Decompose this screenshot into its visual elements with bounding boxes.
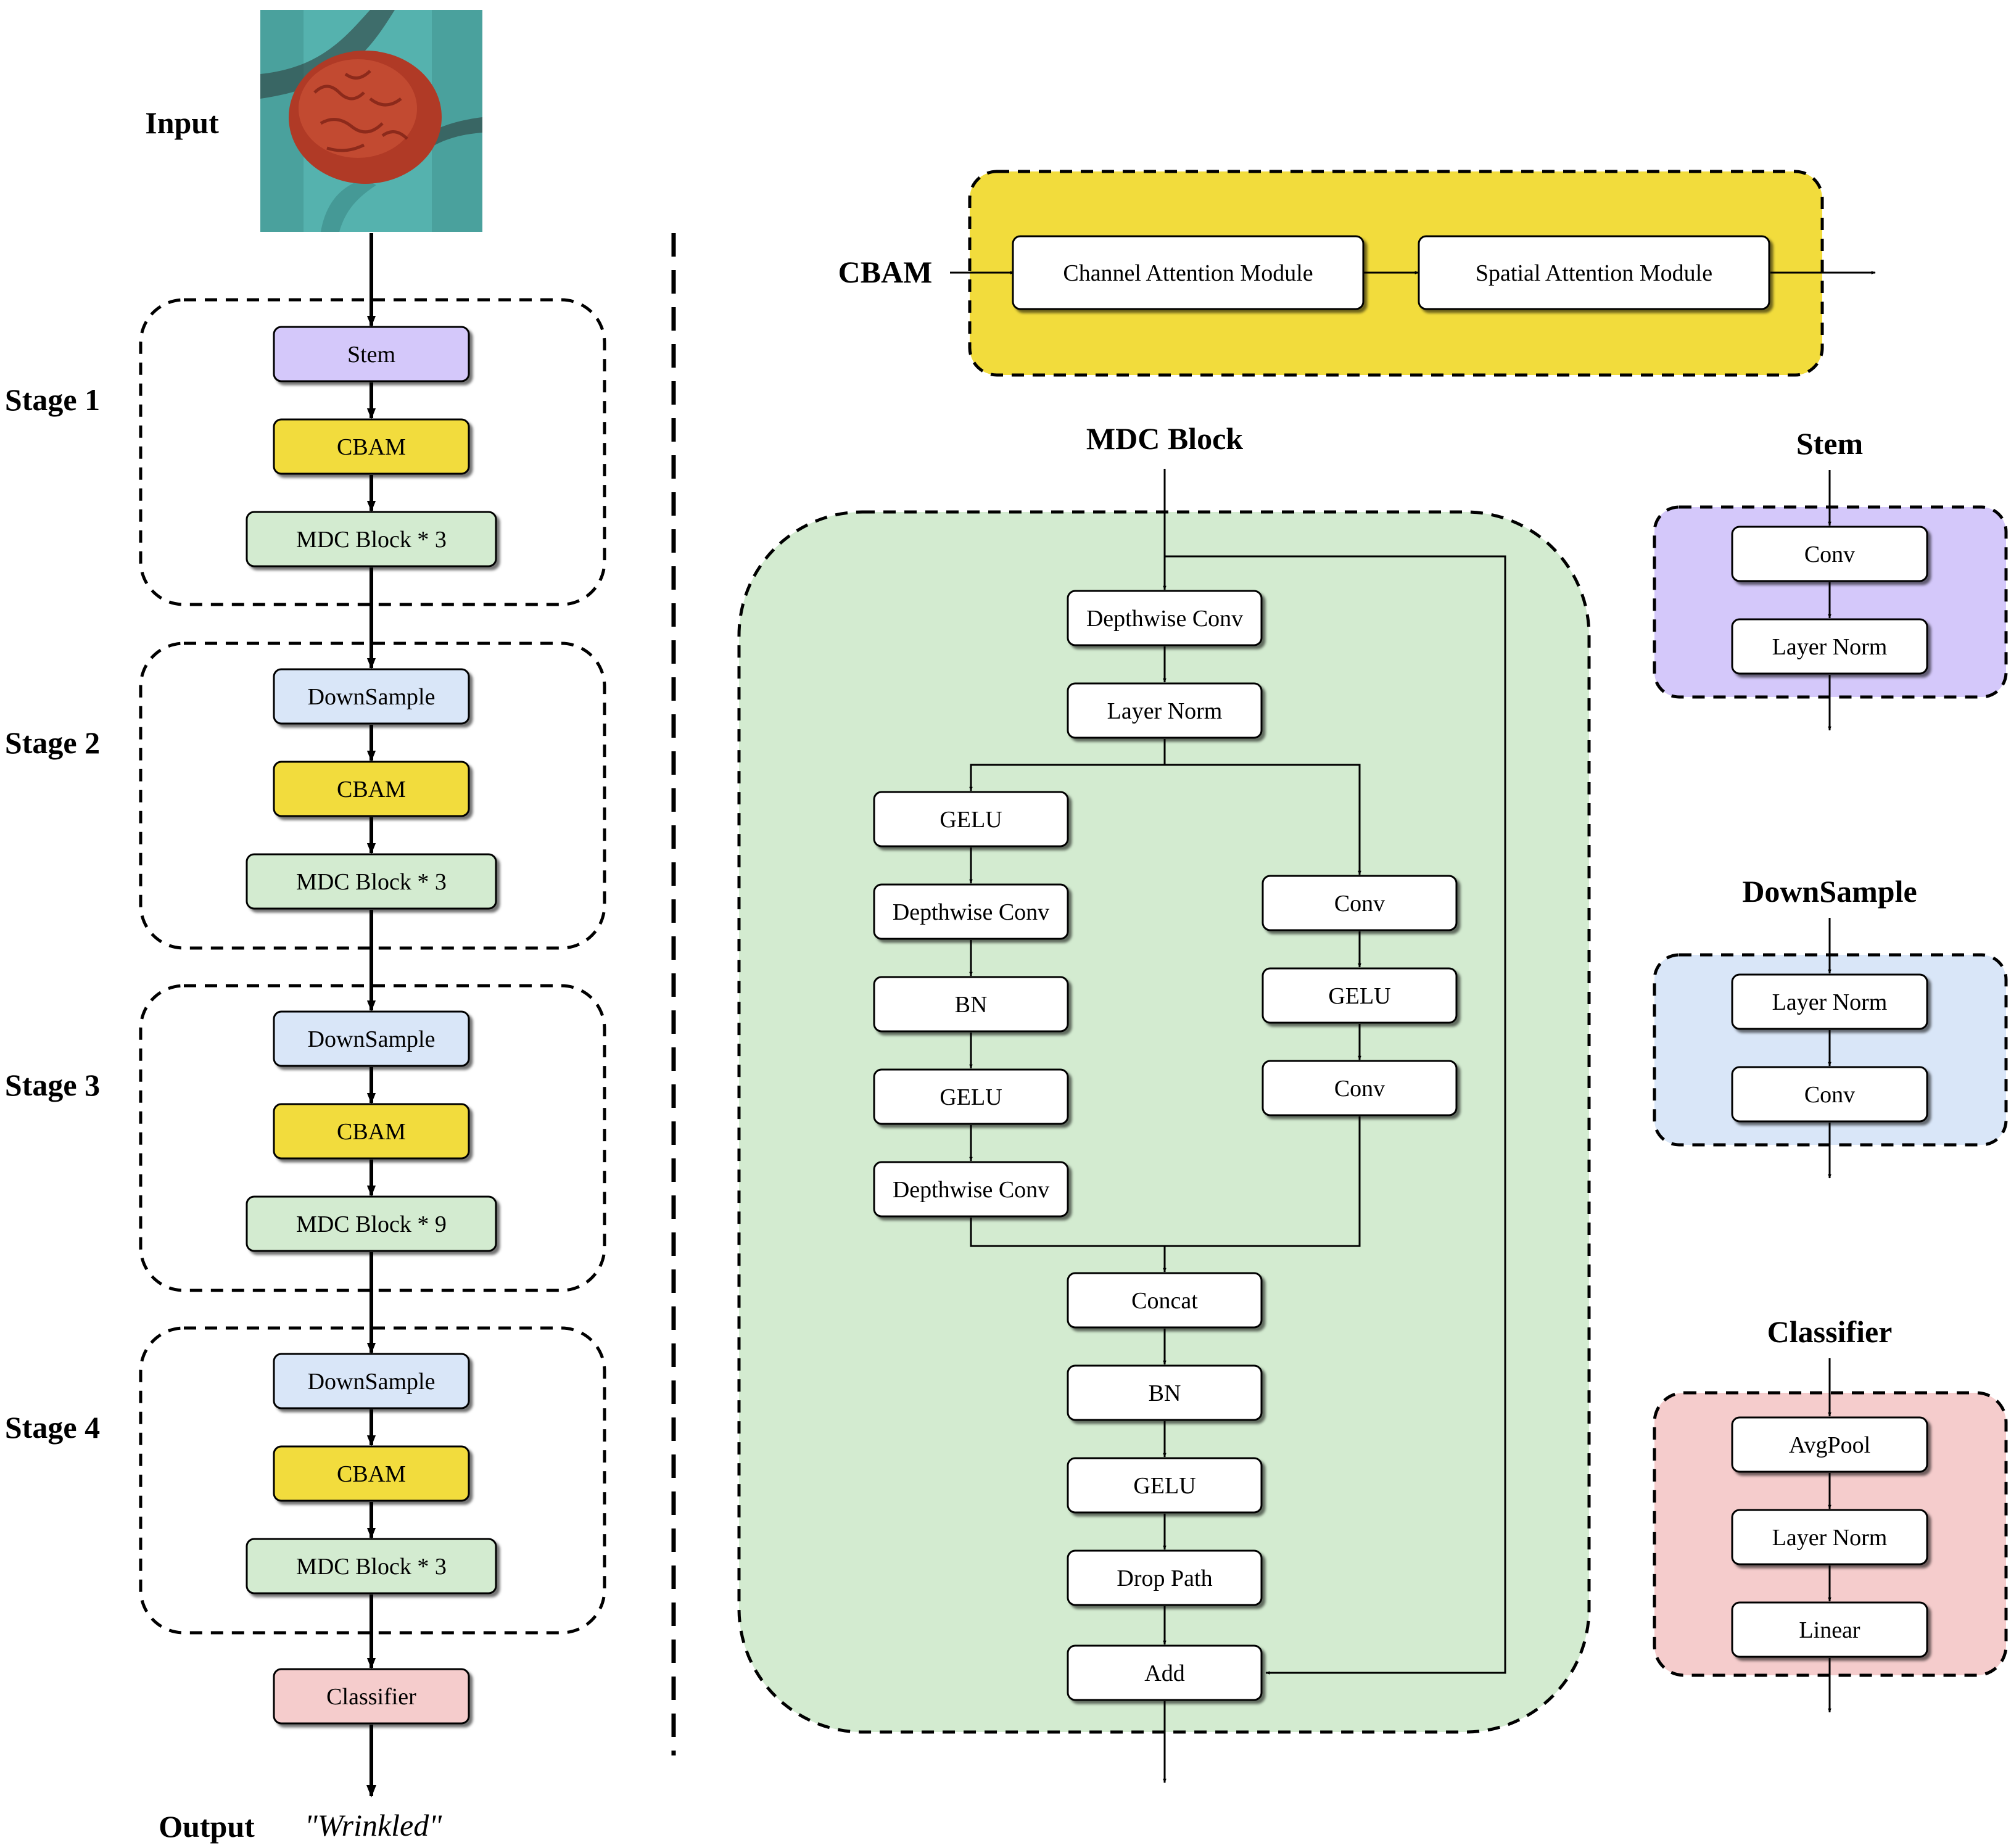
- mdc-left-branch-4-label: GELU: [939, 1084, 1002, 1110]
- classifier-block-label: Classifier: [326, 1684, 416, 1710]
- output-label: Output: [159, 1809, 255, 1844]
- stage-4-label: Stage 4: [5, 1410, 100, 1445]
- mdc-tail-5: Add: [1067, 1644, 1263, 1701]
- mdc-title: MDC Block: [1086, 421, 1243, 456]
- stage-1-label: Stage 1: [5, 382, 100, 417]
- stage-1-block-2: CBAM: [273, 418, 470, 475]
- mdc-right-branch-1-label: Conv: [1334, 891, 1385, 917]
- mdc-layer-norm-label: Layer Norm: [1107, 698, 1223, 724]
- mdc-tail-5-label: Add: [1144, 1660, 1184, 1686]
- mdc-left-branch-2: Depthwise Conv: [873, 883, 1069, 940]
- stage-1-block-2-label: CBAM: [337, 434, 406, 460]
- downsample-block-1-label: Layer Norm: [1772, 989, 1888, 1015]
- mdc-right-branch-1: Conv: [1262, 875, 1458, 931]
- classifier-block: Classifier: [273, 1668, 470, 1725]
- input-label: Input: [145, 105, 219, 140]
- mdc-left-branch-5-label: Depthwise Conv: [893, 1177, 1049, 1203]
- stage-1-block-3-label: MDC Block * 3: [296, 527, 447, 553]
- stage-2-block-1-label: DownSample: [308, 684, 436, 710]
- mdc-right-branch-3: Conv: [1262, 1060, 1458, 1116]
- mdc-left-branch-4: GELU: [873, 1068, 1069, 1125]
- stage-4-block-3-label: MDC Block * 3: [296, 1554, 447, 1580]
- stage-3-block-2-label: CBAM: [337, 1119, 406, 1145]
- channel-attention-module: Channel Attention Module: [1012, 235, 1365, 310]
- mdc-tail-2-label: BN: [1149, 1380, 1181, 1406]
- mdc-tail-2: BN: [1067, 1364, 1263, 1421]
- stem-block-2: Layer Norm: [1731, 618, 1928, 675]
- channel-attention-module-label: Channel Attention Module: [1063, 260, 1313, 286]
- classifier-detail-block-3: Linear: [1731, 1601, 1928, 1658]
- stage-4-block-2: CBAM: [273, 1445, 470, 1502]
- mdc-tail-1-label: Concat: [1131, 1288, 1198, 1314]
- mdc-right-branch-2: GELU: [1262, 967, 1458, 1024]
- downsample-title: DownSample: [1742, 874, 1917, 909]
- cbam-title: CBAM: [838, 255, 933, 289]
- downsample-block-1: Layer Norm: [1731, 973, 1928, 1030]
- mdc-tail-4: Drop Path: [1067, 1549, 1263, 1606]
- mdc-left-branch-5: Depthwise Conv: [873, 1161, 1069, 1218]
- stage-1-block-3: MDC Block * 3: [246, 511, 497, 567]
- stage-3-block-1-label: DownSample: [308, 1026, 436, 1052]
- stage-3-label: Stage 3: [5, 1068, 100, 1102]
- stage-4-block-2-label: CBAM: [337, 1461, 406, 1487]
- stage-2-block-2: CBAM: [273, 761, 470, 817]
- mdc-left-branch-1-label: GELU: [939, 807, 1002, 833]
- stage-3-block-2: CBAM: [273, 1103, 470, 1160]
- mdc-tail-4-label: Drop Path: [1117, 1565, 1212, 1591]
- stem-block-1: Conv: [1731, 526, 1928, 582]
- stage-4-block-1: DownSample: [273, 1353, 470, 1409]
- stem-title: Stem: [1796, 426, 1863, 461]
- spatial-attention-module: Spatial Attention Module: [1418, 235, 1770, 310]
- mdc-right-branch-2-label: GELU: [1328, 983, 1390, 1009]
- classifier-detail-block-3-label: Linear: [1799, 1617, 1860, 1643]
- mdc-left-branch-2-label: Depthwise Conv: [893, 899, 1049, 925]
- mdc-left-branch-1: GELU: [873, 791, 1069, 848]
- mdc-left-branch-3: BN: [873, 976, 1069, 1033]
- stage-4-block-1-label: DownSample: [308, 1369, 436, 1395]
- stage-2-block-3-label: MDC Block * 3: [296, 869, 447, 895]
- classifier-title: Classifier: [1767, 1314, 1893, 1349]
- downsample-block-2: Conv: [1731, 1066, 1928, 1123]
- stage-1-block-1-label: Stem: [347, 342, 395, 368]
- stem-block-1-label: Conv: [1804, 542, 1855, 567]
- stage-2-block-3: MDC Block * 3: [246, 853, 497, 910]
- classifier-detail-block-1-label: AvgPool: [1789, 1432, 1870, 1458]
- stage-2-block-2-label: CBAM: [337, 777, 406, 802]
- classifier-detail-block-2: Layer Norm: [1731, 1509, 1928, 1565]
- stage-4-block-3: MDC Block * 3: [246, 1538, 497, 1594]
- input-image: [260, 10, 482, 232]
- mdc-right-branch-3-label: Conv: [1334, 1076, 1385, 1102]
- classifier-detail-block-1: AvgPool: [1731, 1416, 1928, 1473]
- mdc-tail-3-label: GELU: [1133, 1473, 1195, 1499]
- mdc-depthwise-conv-label: Depthwise Conv: [1086, 606, 1243, 632]
- mdc-layer-norm: Layer Norm: [1067, 682, 1263, 739]
- mdc-tail-1: Concat: [1067, 1272, 1263, 1329]
- downsample-block-2-label: Conv: [1804, 1082, 1855, 1108]
- mdc-left-branch-3-label: BN: [955, 992, 988, 1018]
- mdc-depthwise-conv: Depthwise Conv: [1067, 590, 1263, 646]
- stage-3-block-3-label: MDC Block * 9: [296, 1211, 447, 1237]
- stage-1-block-1: Stem: [273, 326, 470, 382]
- mdc-tail-3: GELU: [1067, 1457, 1263, 1514]
- spatial-attention-module-label: Spatial Attention Module: [1476, 260, 1712, 286]
- stage-3-block-1: DownSample: [273, 1010, 470, 1067]
- stage-2-label: Stage 2: [5, 725, 100, 760]
- stage-3-block-3: MDC Block * 9: [246, 1195, 497, 1252]
- stage-2-block-1: DownSample: [273, 668, 470, 725]
- output-value: "Wrinkled": [305, 1808, 443, 1842]
- classifier-detail-block-2-label: Layer Norm: [1772, 1525, 1888, 1551]
- stem-block-2-label: Layer Norm: [1772, 634, 1888, 660]
